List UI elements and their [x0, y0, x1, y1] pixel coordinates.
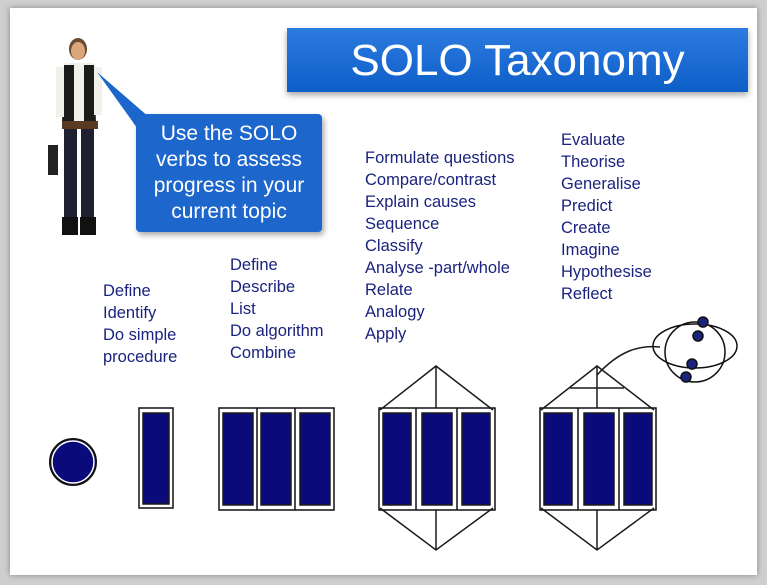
relational-bars-icon	[378, 365, 496, 551]
verb: Hypothesise	[561, 263, 652, 281]
extended-abstract-orbit-icon	[652, 316, 738, 383]
verb: Explain causes	[365, 193, 476, 211]
verb-list-relational: Formulate questions Compare/contrast Exp…	[365, 147, 515, 345]
verb: Create	[561, 219, 611, 237]
verb: Evaluate	[561, 131, 626, 149]
verb: Apply	[365, 325, 407, 343]
verb: Reflect	[561, 285, 613, 303]
extended-abstract-bars-icon	[539, 345, 661, 551]
verb: Classify	[365, 237, 423, 255]
verb-list-extended-abstract: Evaluate Theorise Generalise Predict Cre…	[561, 129, 652, 305]
instruction-callout: Use the SOLO verbs to assess progress in…	[136, 114, 322, 232]
prestructural-circle-icon	[49, 438, 97, 486]
verb-list-unistructural: Define Identify Do simple procedure	[103, 280, 177, 368]
verb: Formulate questions	[365, 149, 515, 167]
multistructural-bars-icon	[218, 407, 335, 511]
verb: Compare/contrast	[365, 171, 497, 189]
verb: Describe	[230, 278, 296, 296]
verb: procedure	[103, 348, 178, 366]
verb: Analogy	[365, 303, 425, 321]
verb: Define	[230, 256, 278, 274]
page-title: SOLO Taxonomy	[287, 28, 748, 92]
person-photo	[48, 38, 102, 235]
verb: Do algorithm	[230, 322, 324, 340]
verb: Generalise	[561, 175, 641, 193]
verb: Identify	[103, 304, 157, 322]
verb-list-multistructural: Define Describe List Do algorithm Combin…	[230, 254, 324, 364]
verb: Sequence	[365, 215, 440, 233]
verb: Analyse -part/whole	[365, 259, 510, 277]
verb: Combine	[230, 344, 297, 362]
verb: Relate	[365, 281, 413, 299]
verb: Define	[103, 282, 151, 300]
callout-line: Use the SOLO	[160, 122, 298, 145]
callout-line: verbs to assess	[156, 148, 302, 171]
verb: Theorise	[561, 153, 626, 171]
verb: List	[230, 300, 256, 318]
verb: Predict	[561, 197, 613, 215]
verb: Imagine	[561, 241, 620, 259]
unistructural-bar-icon	[138, 407, 174, 509]
callout-line: progress in your	[153, 174, 305, 197]
verb: Do simple	[103, 326, 177, 344]
callout-line: current topic	[171, 200, 287, 223]
